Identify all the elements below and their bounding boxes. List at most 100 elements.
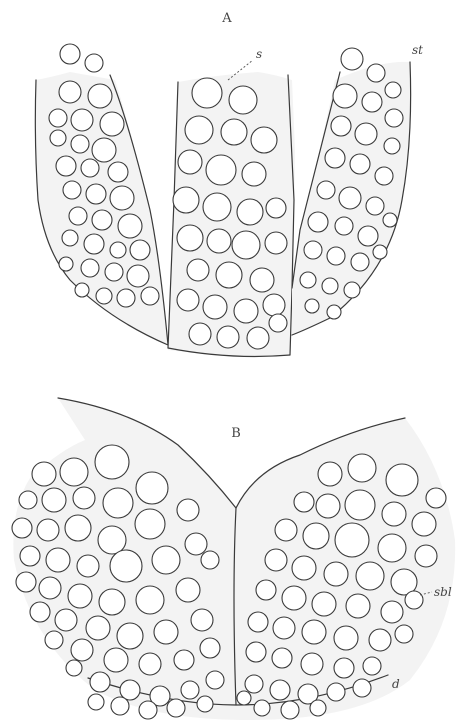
cell-circle: [49, 109, 67, 127]
cell-circle: [263, 294, 285, 316]
cell-circle: [207, 229, 231, 253]
cell-circle: [104, 648, 128, 672]
cell-circle: [176, 578, 200, 602]
cell-circle: [201, 551, 219, 569]
cell-circle: [73, 487, 95, 509]
cell-circle: [111, 697, 129, 715]
cell-circle: [237, 199, 263, 225]
cell-circle: [334, 626, 358, 650]
cell-circle: [85, 54, 103, 72]
cell-circle: [426, 488, 446, 508]
cell-circle: [317, 181, 335, 199]
panel-b-marker-d: d: [392, 677, 400, 691]
cell-circle: [92, 138, 116, 162]
cell-circle: [200, 638, 220, 658]
cell-circle: [71, 639, 93, 661]
cell-circle: [173, 187, 199, 213]
cell-circle: [62, 230, 78, 246]
cell-circle: [197, 696, 213, 712]
cell-circle: [265, 232, 287, 254]
cell-circle: [367, 64, 385, 82]
cell-circle: [139, 701, 157, 719]
cell-circle: [300, 272, 316, 288]
cell-circle: [301, 653, 323, 675]
cell-circle: [99, 589, 125, 615]
cell-circle: [385, 109, 403, 127]
cell-circle: [63, 181, 81, 199]
cell-circle: [265, 549, 287, 571]
cell-circle: [341, 48, 363, 70]
cell-circle: [110, 186, 134, 210]
cell-circle: [248, 612, 268, 632]
cell-circle: [39, 577, 61, 599]
cell-circle: [19, 491, 37, 509]
panel-b: B sbl d: [12, 398, 455, 720]
cell-circle: [136, 472, 168, 504]
cell-circle: [92, 210, 112, 230]
panel-b-label: B: [231, 426, 241, 441]
cell-circle: [32, 462, 56, 486]
cell-circle: [344, 282, 360, 298]
cell-circle: [221, 119, 247, 145]
cell-circle: [312, 592, 336, 616]
cell-circle: [245, 675, 263, 693]
cell-circle: [105, 263, 123, 281]
cell-circle: [118, 214, 142, 238]
cell-circle: [395, 625, 413, 643]
cell-circle: [366, 197, 384, 215]
cell-circle: [46, 548, 70, 572]
cell-circle: [55, 609, 77, 631]
cell-circle: [242, 162, 266, 186]
cell-circle: [108, 162, 128, 182]
panel-a-label: A: [221, 11, 232, 26]
panel-a: A s st: [35, 11, 423, 356]
cell-circle: [383, 213, 397, 227]
cell-circle: [59, 81, 81, 103]
cell-circle: [71, 135, 89, 153]
cell-circle: [66, 660, 82, 676]
cell-circle: [378, 534, 406, 562]
panel-a-marker-st: st: [412, 43, 423, 57]
cell-circle: [56, 156, 76, 176]
cell-circle: [339, 187, 361, 209]
cell-circle: [310, 700, 326, 716]
cell-circle: [90, 672, 110, 692]
cell-circle: [60, 44, 80, 64]
cell-circle: [292, 556, 316, 580]
cell-circle: [185, 533, 207, 555]
cell-circle: [270, 680, 290, 700]
cell-circle: [110, 242, 126, 258]
cell-circle: [275, 519, 297, 541]
cell-circle: [65, 515, 91, 541]
cell-circle: [327, 247, 345, 265]
cell-circle: [333, 84, 357, 108]
cell-circle: [75, 283, 89, 297]
cell-circle: [139, 653, 161, 675]
cell-circle: [177, 225, 203, 251]
cell-circle: [187, 259, 209, 281]
cell-circle: [81, 259, 99, 277]
cell-circle: [386, 464, 418, 496]
cell-circle: [117, 623, 143, 649]
cell-circle: [88, 84, 112, 108]
cell-circle: [88, 694, 104, 710]
cell-circle: [303, 523, 329, 549]
cell-circle: [84, 234, 104, 254]
cell-circle: [254, 700, 270, 716]
cell-circle: [95, 445, 129, 479]
cell-circle: [117, 289, 135, 307]
cell-circle: [385, 82, 401, 98]
cell-circle: [256, 580, 276, 600]
cell-circle: [37, 519, 59, 541]
cell-circle: [191, 609, 213, 631]
cell-circle: [325, 148, 345, 168]
cell-circle: [141, 287, 159, 305]
cell-circle: [68, 584, 92, 608]
cell-circle: [381, 601, 403, 623]
cell-circle: [167, 699, 185, 717]
cell-circle: [345, 490, 375, 520]
cell-circle: [281, 701, 299, 719]
cell-circle: [178, 150, 202, 174]
cell-circle: [362, 92, 382, 112]
cell-circle: [272, 648, 292, 668]
